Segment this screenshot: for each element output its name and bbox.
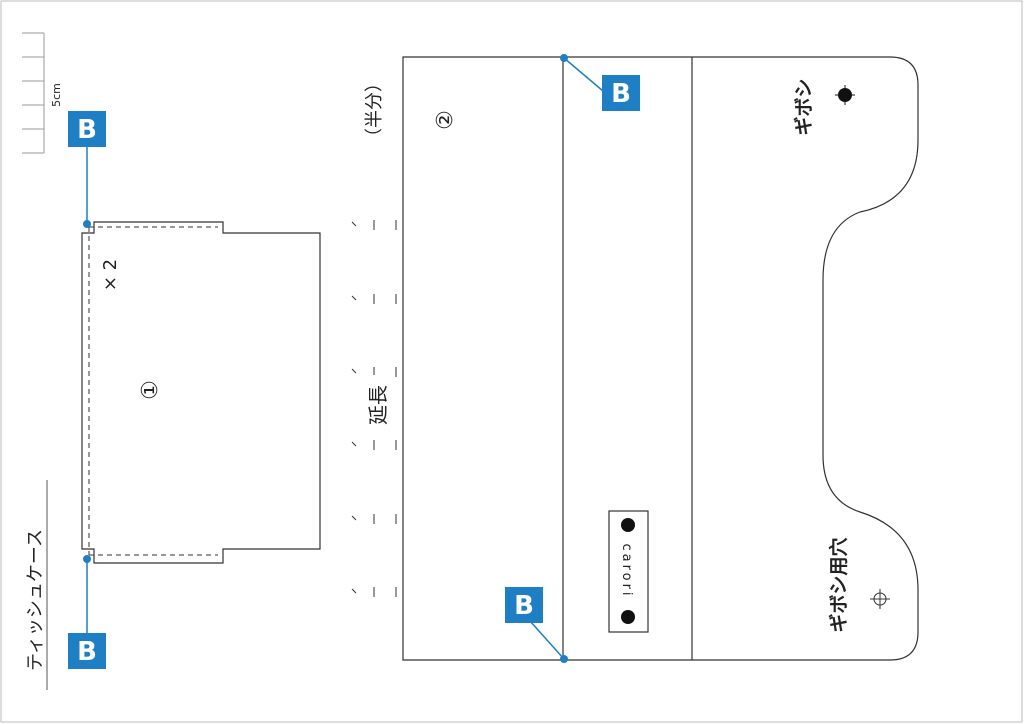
marker-b-piece1-top: B [68, 111, 106, 228]
pattern-title: ティッシュケース [25, 529, 46, 671]
marker-b-label: B [514, 591, 534, 621]
brand-label: carori [619, 543, 634, 598]
marker-b-label: B [611, 79, 631, 109]
marker-b-label: B [77, 637, 97, 667]
extension-guides [351, 220, 397, 597]
button-hole-label: ギボシ用穴 [827, 537, 850, 632]
piece-2-half-note: （半分） [364, 74, 385, 146]
piece-2-number: ② [433, 110, 458, 130]
marker-b-piece2-bottom: B [505, 587, 568, 663]
marker-b-piece1-bottom: B [68, 555, 106, 669]
button-label: ギボシ [793, 78, 815, 135]
piece-1-outline [81, 221, 321, 564]
piece-1-seam-line [88, 226, 218, 556]
scale-ruler [22, 32, 45, 154]
piece-2-outline [402, 56, 919, 661]
piece-1-number: ① [138, 380, 163, 400]
brand-tag: carori [608, 510, 649, 633]
marker-b-piece2-top: B [560, 54, 640, 111]
scale-label: 5cm [50, 83, 63, 107]
button-hole-mark [870, 589, 890, 609]
piece-1-quantity: × 2 [100, 259, 121, 291]
marker-b-label: B [77, 115, 97, 145]
button-mark [835, 85, 855, 105]
extend-label-bg [362, 375, 392, 435]
piece-2-extend-note: 延長 [366, 385, 390, 425]
